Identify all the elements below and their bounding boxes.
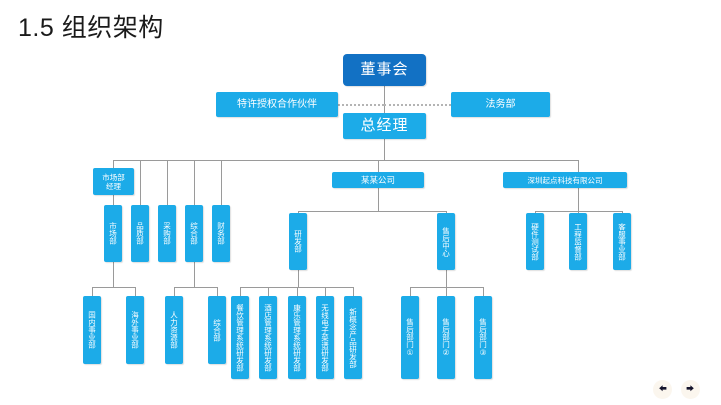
edge-general-general2 <box>217 287 218 296</box>
edge-rnd-newidea <box>353 287 354 296</box>
edge-rnd-food <box>240 287 241 296</box>
edge-rnd-hotel <box>268 287 269 296</box>
node-purchasing-department[interactable]: 采购部 <box>158 205 176 262</box>
node-aftersales-dept-1[interactable]: 售后部门① <box>401 296 419 379</box>
edge-aftersales-2 <box>446 287 447 296</box>
node-board[interactable]: 董事会 <box>343 54 426 86</box>
node-general-affairs-department[interactable]: 综合部 <box>185 205 203 262</box>
node-finance-department[interactable]: 财务部 <box>212 205 230 262</box>
edge-shenzhen-bus <box>578 188 579 211</box>
main-horizontal-bus <box>113 160 579 161</box>
edge-general-bus <box>194 262 195 287</box>
edge-aftersales-bus <box>446 270 447 287</box>
edge-mktdept-overseas <box>135 287 136 296</box>
node-customer-service-division[interactable]: 客服事业部 <box>613 213 631 270</box>
node-company[interactable]: 某某公司 <box>332 172 424 188</box>
node-engineering-supervision-department[interactable]: 工程监督部 <box>569 213 587 270</box>
edge-shenzhen-engsuper <box>578 211 579 213</box>
node-rnd-wireless-menu[interactable]: 无线电子菜谱研发部 <box>316 296 334 379</box>
edge-bus-mkt-mgr <box>113 160 114 168</box>
edge-shenzhen-csdiv <box>622 211 623 213</box>
node-aftersales-dept-2[interactable]: 售后部门② <box>437 296 455 379</box>
node-aftersales-center[interactable]: 售后中心 <box>437 213 455 270</box>
node-overseas-division[interactable]: 海外事业部 <box>126 296 144 364</box>
edge-bus-finance <box>221 160 222 205</box>
node-rnd-food-service[interactable]: 餐饮管理系统研发部 <box>231 296 249 379</box>
node-rnd-department[interactable]: 研发部 <box>289 213 307 270</box>
edge-rnd-bus <box>298 270 299 287</box>
node-franchise-partner[interactable]: 特许授权合作伙伴 <box>216 92 338 117</box>
rnd-bus <box>240 287 353 288</box>
company-bus <box>298 211 446 212</box>
node-domestic-division[interactable]: 国内事业部 <box>83 296 101 364</box>
edge-mktmgr-mktdept <box>113 195 114 205</box>
node-legal-department[interactable]: 法务部 <box>451 92 550 117</box>
edge-general-hr <box>174 287 175 296</box>
edge-aftersales-1 <box>410 287 411 296</box>
page-title: 1.5 组织架构 <box>18 14 164 42</box>
node-marketing-manager[interactable]: 市场部 经理 <box>93 168 134 195</box>
mktdept-bus <box>92 287 135 288</box>
edge-bus-company <box>378 160 379 172</box>
next-slide-button[interactable] <box>681 380 700 399</box>
edge-aftersales-3 <box>483 287 484 296</box>
edge-board-gm <box>384 86 385 113</box>
node-hr-department[interactable]: 人力资源部 <box>165 296 183 364</box>
edge-rnd-wireless <box>325 287 326 296</box>
edge-mktdept-domestic <box>92 287 93 296</box>
node-rnd-leisure-management[interactable]: 康乐管理系统研发部 <box>288 296 306 379</box>
node-rnd-new-concept[interactable]: 新概念产品研发部 <box>344 296 362 379</box>
edge-franchise-gm <box>338 104 384 106</box>
edge-rnd-leisure <box>297 287 298 296</box>
edge-bus-purchase <box>167 160 168 205</box>
node-hardware-test-department[interactable]: 硬件测试部 <box>526 213 544 270</box>
arrow-right-icon <box>686 385 694 392</box>
edge-gm-bus <box>384 139 385 161</box>
node-rnd-hotel-management[interactable]: 酒店管理系统研发部 <box>259 296 277 379</box>
node-general-manager[interactable]: 总经理 <box>343 113 426 139</box>
edge-company-bus <box>378 188 379 211</box>
edge-company-aftersales <box>446 211 447 213</box>
node-marketing-manager-line1: 市场部 <box>102 172 125 182</box>
prev-slide-button[interactable] <box>653 380 672 399</box>
edge-bus-shenzhen <box>578 160 579 172</box>
edge-shenzhen-hwtest <box>535 211 536 213</box>
node-marketing-department[interactable]: 市场部 <box>104 205 122 262</box>
node-shenzhen-qidian[interactable]: 深圳起点科技有限公司 <box>503 172 627 188</box>
node-quality-department[interactable]: 品质部 <box>131 205 149 262</box>
arrow-left-icon <box>659 385 667 392</box>
edge-mktdept-bus <box>113 262 114 287</box>
node-general-affairs-department-2[interactable]: 综合部 <box>208 296 226 364</box>
node-marketing-manager-line2: 经理 <box>106 181 121 191</box>
node-aftersales-dept-3[interactable]: 售后部门③ <box>474 296 492 379</box>
edge-bus-general <box>194 160 195 205</box>
edge-legal-gm <box>384 104 451 106</box>
edge-company-rnd <box>298 211 299 213</box>
general-bus <box>174 287 217 288</box>
edge-bus-quality <box>140 160 141 205</box>
